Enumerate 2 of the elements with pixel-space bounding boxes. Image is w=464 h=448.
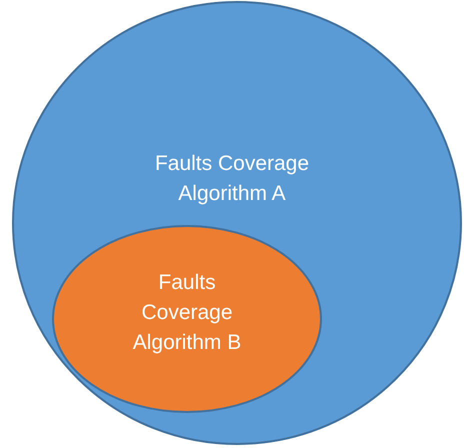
set-label: Faults Coverage Algorithm A <box>154 151 310 207</box>
set-label: Faults Coverage Algorithm B <box>132 270 242 356</box>
